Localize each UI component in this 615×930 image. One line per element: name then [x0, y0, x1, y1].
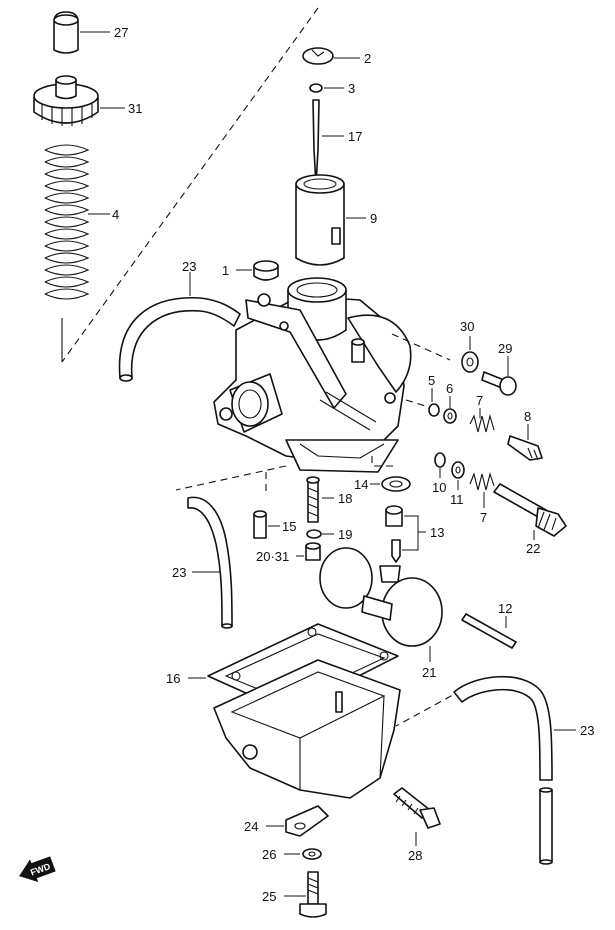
label-16: 16 — [166, 671, 180, 686]
assembly-line-23c — [395, 689, 463, 727]
assembly-line-5 — [405, 399, 433, 409]
part-4-spring[interactable] — [44, 144, 90, 300]
label-27: 27 — [114, 25, 128, 40]
part-float-bowl[interactable] — [213, 659, 401, 799]
part-25-bolt[interactable] — [299, 871, 327, 918]
label-7-lower: 7 — [480, 510, 487, 525]
part-7-upper-spring[interactable] — [469, 413, 495, 433]
part-12-float-pin[interactable] — [461, 613, 517, 649]
part-29-screw[interactable] — [481, 371, 517, 396]
label-1: 1 — [222, 263, 229, 278]
label-4: 4 — [112, 207, 119, 222]
label-26: 26 — [262, 847, 276, 862]
part-1-cap[interactable] — [253, 260, 279, 281]
part-13-valve-seat[interactable] — [385, 505, 403, 563]
part-8-pilot-screw[interactable] — [507, 435, 543, 461]
part-22-throttle-stop-screw[interactable] — [493, 483, 567, 537]
label-17: 17 — [348, 129, 362, 144]
label-24: 24 — [244, 819, 258, 834]
assembly-line-30 — [391, 333, 451, 361]
part-21-float[interactable] — [319, 547, 443, 647]
part-9-throttle-valve[interactable] — [295, 174, 345, 266]
label-6: 6 — [446, 381, 453, 396]
label-23-lower: 23 — [580, 723, 594, 738]
label-23-upper: 23 — [182, 259, 196, 274]
label-14: 14 — [354, 477, 368, 492]
label-28: 28 — [408, 848, 422, 863]
part-2-needle-clip-plate[interactable] — [302, 47, 334, 65]
part-5-o-ring[interactable] — [428, 403, 440, 417]
part-17-jet-needle[interactable] — [312, 99, 320, 186]
label-9: 9 — [370, 211, 377, 226]
part-26-washer[interactable] — [302, 848, 322, 860]
part-19-o-ring[interactable] — [306, 529, 322, 539]
part-7-lower-spring[interactable] — [469, 472, 495, 491]
label-19: 19 — [338, 527, 352, 542]
label-13: 13 — [430, 525, 444, 540]
label-15: 15 — [282, 519, 296, 534]
part-11-washer[interactable] — [451, 461, 465, 479]
label-8: 8 — [524, 409, 531, 424]
part-28-drain-screw[interactable] — [393, 787, 441, 829]
label-20-31: 20·31 — [256, 549, 289, 564]
part-30-washer[interactable] — [461, 351, 479, 373]
part-23-middle-hose[interactable] — [187, 496, 233, 629]
part-18-needle-jet[interactable] — [306, 476, 320, 523]
fwd-arrow-icon: FWD — [19, 856, 56, 882]
label-7-upper: 7 — [476, 393, 483, 408]
leader-13 — [402, 515, 426, 551]
part-labels: 27 2 3 31 17 4 9 23 1 30 29 5 6 7 8 14 1… — [112, 25, 594, 904]
part-14-washer[interactable] — [381, 476, 411, 492]
label-30: 30 — [460, 319, 474, 334]
label-18: 18 — [338, 491, 352, 506]
label-12: 12 — [498, 601, 512, 616]
label-22: 22 — [526, 541, 540, 556]
part-27-cap[interactable] — [53, 11, 79, 54]
part-10-o-ring[interactable] — [434, 452, 446, 468]
label-21: 21 — [422, 665, 436, 680]
assembly-line-14 — [371, 456, 396, 467]
part-20-31-main-jet[interactable] — [305, 542, 321, 561]
part-6-washer[interactable] — [443, 408, 457, 424]
label-2: 2 — [364, 51, 371, 66]
label-5: 5 — [428, 373, 435, 388]
assembly-separator-line — [61, 7, 319, 363]
label-29: 29 — [498, 341, 512, 356]
part-3-e-clip[interactable] — [309, 83, 323, 93]
part-15-pilot-jet[interactable] — [253, 510, 267, 539]
part-carburetor-body[interactable] — [213, 277, 412, 473]
label-10: 10 — [432, 480, 446, 495]
label-11: 11 — [450, 492, 464, 507]
label-3: 3 — [348, 81, 355, 96]
part-23-upper-hose[interactable] — [118, 297, 241, 382]
part-31-top-nut[interactable] — [33, 75, 99, 126]
label-31: 31 — [128, 101, 142, 116]
assembly-line-23b — [175, 465, 287, 491]
label-23-middle: 23 — [172, 565, 186, 580]
label-25: 25 — [262, 889, 276, 904]
part-24-bracket[interactable] — [285, 805, 329, 837]
part-23-lower-hose[interactable] — [453, 675, 553, 865]
